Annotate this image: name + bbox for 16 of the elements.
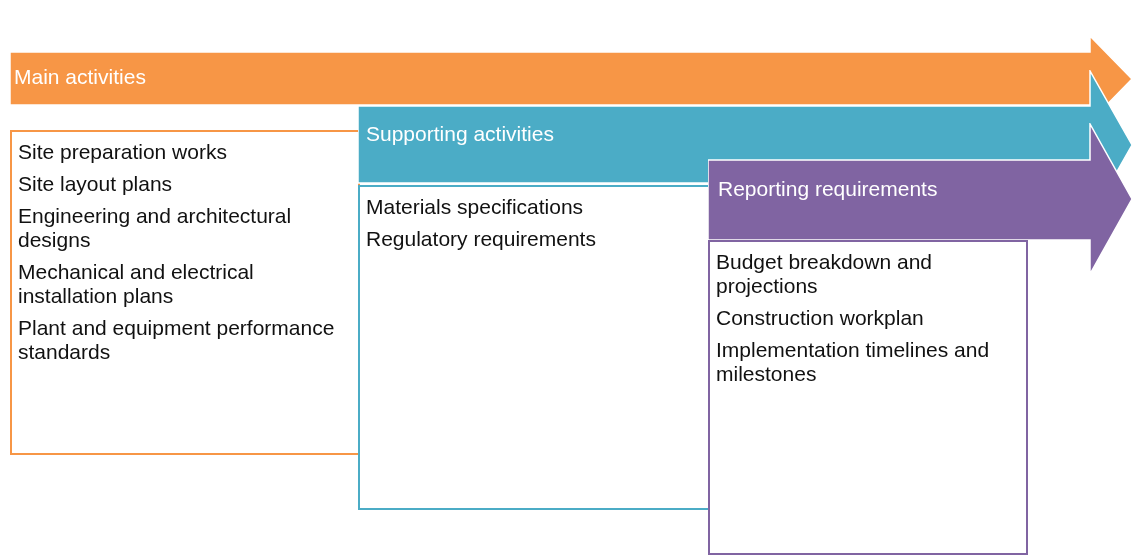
list-item: Mechanical and electrical installation plans [18,260,255,308]
list-item: Implementation timelines and milestones [716,338,991,386]
content-box [10,130,360,455]
list-item: Materials specifications [366,195,585,219]
list-item: Regulatory requirements [366,227,597,251]
band-title: Main activities [14,65,146,89]
list-item: Budget breakdown and projections [716,250,933,298]
band-title: Supporting activities [366,122,554,146]
content-box [358,185,710,510]
band-title: Reporting requirements [718,177,938,201]
content-box [708,240,1028,555]
list-item: Construction workplan [716,306,925,330]
list-item: Site preparation works [18,140,228,164]
list-item: Site layout plans [18,172,174,196]
list-item: Engineering and architectural designs [18,204,293,252]
list-item: Plant and equipment performance standards [18,316,336,364]
